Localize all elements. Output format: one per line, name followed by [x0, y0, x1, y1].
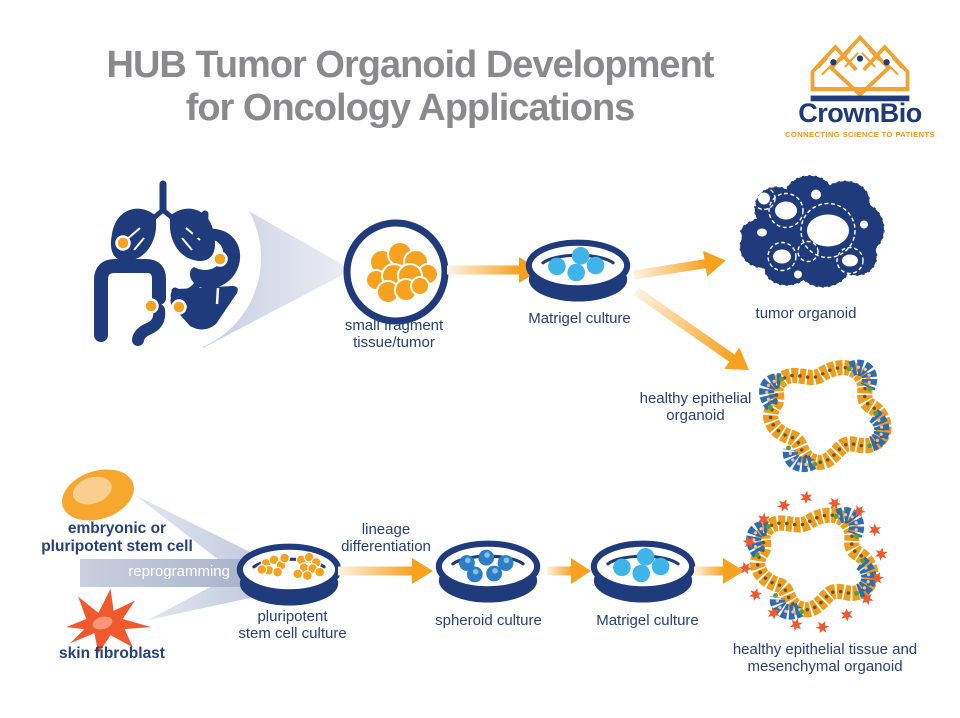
colon-icon: [94, 259, 166, 346]
tumor-organoid-label: tumor organoid: [755, 305, 857, 322]
mesenchymal-organoid-icon: [737, 490, 888, 636]
healthy-epithelial-organoid-icon: [759, 359, 892, 473]
stem-cell-label: embryonic or pluripotent stem cell: [41, 520, 193, 555]
small-fragment-icon: [343, 219, 449, 325]
stem-cell-icon: [62, 469, 134, 521]
page-title: HUB Tumor Organoid Development for Oncol…: [50, 44, 770, 129]
matrigel-culture-label: Matrigel culture: [528, 310, 631, 327]
lineage-differentiation-label: lineage differentiation: [341, 521, 431, 556]
title-line1: HUB Tumor Organoid Development: [106, 44, 715, 86]
mesenchymal-organoid-label: healthy epithelial tissue and mesenchyma…: [732, 641, 918, 676]
flow-arrow-icon: [547, 558, 591, 584]
tumor-site-dot: [212, 251, 228, 267]
skin-fibroblast-icon: [66, 588, 151, 654]
logo-tagline: CONNECTING SCIENCE TO PATIENTS: [785, 130, 935, 139]
skin-fibroblast-label: skin fibroblast: [59, 645, 165, 662]
title-line2: for Oncology Applications: [185, 86, 636, 129]
flow-arrow-icon: [338, 558, 433, 584]
tumor-organoid-icon: [738, 174, 886, 289]
tumor-site-dot: [115, 235, 131, 251]
flow-arrow-icon: [633, 287, 750, 371]
spheroid-culture-label: spheroid culture: [435, 612, 542, 629]
reprogramming-band: [80, 559, 245, 587]
healthy-organoid-label: healthy epithelial organoid: [639, 390, 752, 425]
small-fragment-label: small fragment tissue/tumor: [344, 317, 444, 352]
liver-icon: [170, 286, 238, 330]
pluripotent-culture-label: pluripotent stem cell culture: [238, 608, 347, 643]
tumor-site-dots: [115, 235, 228, 315]
pluripotent-dish-icon: [236, 537, 342, 609]
flow-arrow-icon: [633, 250, 726, 280]
crown-icon: [810, 34, 910, 102]
reprogramming-funnel: [80, 495, 250, 620]
tumor-site-dot: [171, 299, 187, 315]
flow-arrow-icon: [694, 558, 744, 584]
tumor-source-organs-group: [67, 161, 352, 355]
tumor-site-dot: [143, 298, 159, 314]
matrigel-culture-label-bottom: Matrigel culture: [596, 612, 699, 629]
logo-brand-text: CrownBio: [798, 98, 922, 128]
matrigel-dish-icon: [525, 233, 631, 305]
reprogramming-label: reprogramming: [128, 563, 230, 580]
matrigel-dish-icon: [590, 534, 696, 606]
spheroid-dish-icon: [435, 534, 541, 606]
